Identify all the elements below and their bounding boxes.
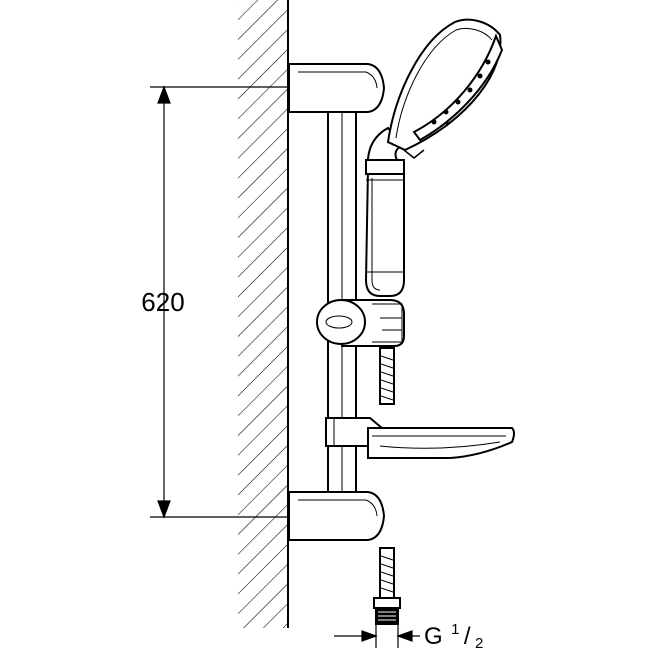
soap-dish — [325, 417, 515, 459]
hand-shower-collar — [365, 159, 405, 175]
wall — [238, 0, 289, 628]
wall-hatching — [238, 0, 288, 628]
bottom-wall-bracket — [288, 491, 386, 541]
shower-hose — [379, 347, 395, 599]
spray-face — [412, 33, 504, 142]
thread-size-label: G 1 / 2 — [424, 621, 483, 650]
slider-holder — [316, 299, 405, 347]
thread-slash: / — [464, 623, 471, 650]
top-wall-bracket — [288, 63, 386, 113]
thread-numerator: 1 — [451, 621, 459, 638]
height-dimension-value: 620 — [141, 287, 184, 317]
slider-knob — [316, 299, 366, 345]
thread-arrow-left — [361, 630, 378, 642]
hand-shower-head — [386, 18, 502, 152]
thread-letter: G — [424, 623, 443, 650]
arrow-top — [157, 85, 171, 104]
thread-arrow-right — [396, 630, 413, 642]
hose-connection-nut — [373, 597, 401, 625]
thread-denominator: 2 — [475, 635, 483, 650]
thread-dimension — [334, 622, 420, 648]
height-dimension — [150, 85, 288, 519]
arrow-bottom — [157, 500, 171, 519]
hose-upper-segment — [379, 347, 395, 405]
hand-shower — [364, 18, 504, 297]
